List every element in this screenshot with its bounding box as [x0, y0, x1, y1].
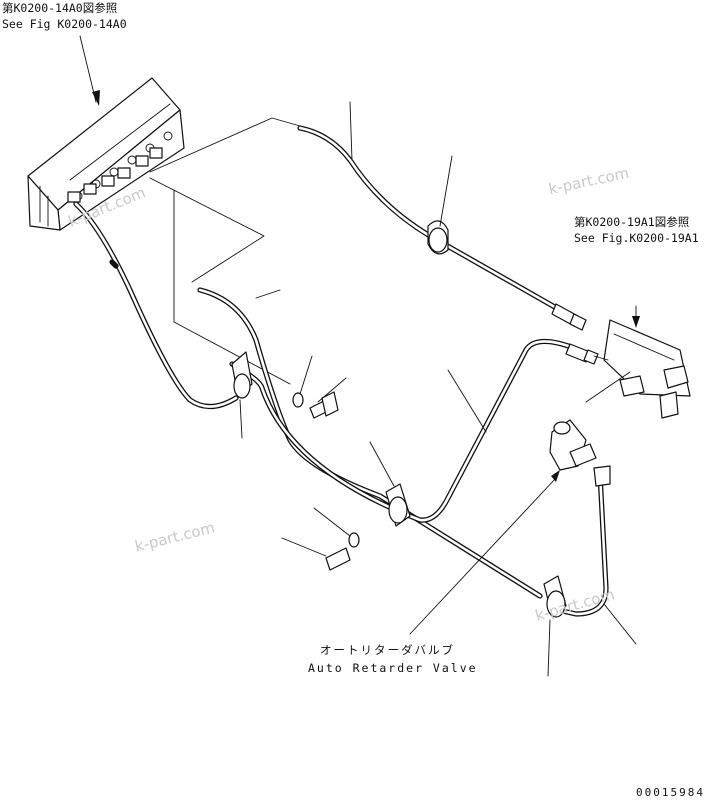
leader-left-tube: [239, 399, 243, 439]
clamp-upper: [427, 220, 449, 255]
clamp-lower-middle: [385, 483, 411, 527]
leader-clamp-lower-right: [547, 619, 551, 677]
part-number: 00015984: [636, 786, 705, 799]
ref-label-right-en: See Fig.K0200-19A1: [574, 231, 699, 245]
vertical-tube: [555, 465, 611, 617]
tube-stub: [593, 355, 609, 361]
break-line-upper: [149, 117, 301, 173]
leader-upper-tube: [349, 101, 353, 161]
ref-label-top-left-jp: 第K0200-14A0図参照: [2, 1, 118, 15]
leader-auto-retarder-valve: [409, 477, 557, 635]
washer-bolt-lower: [325, 532, 360, 571]
leader-washer-upper: [299, 355, 313, 395]
leader-middle-tube: [255, 289, 281, 299]
ref-label-right-jp: 第K0200-19A1図参照: [574, 215, 690, 229]
leader-bolt-lower: [281, 537, 327, 557]
leader-vertical-tube: [603, 603, 637, 645]
leader-clamp-lower-middle: [369, 441, 395, 487]
washer-bolt-upper: [292, 391, 339, 419]
ref-label-top-left-en: See Fig K0200-14A0: [2, 17, 127, 31]
leader-bolt-upper: [317, 377, 347, 403]
leader-clamp-upper: [439, 155, 453, 227]
ref-arrowhead-right: [632, 316, 640, 328]
leader-right-tube: [447, 369, 487, 433]
ref-leader-top-left: [79, 35, 97, 103]
control-valve-block: [27, 77, 185, 231]
clamp-mid-left: [231, 351, 253, 399]
callout-valve-jp: オートリターダバルブ: [320, 643, 455, 657]
fitting-right: [565, 343, 599, 365]
callout-valve-en: Auto Retarder Valve: [308, 661, 478, 675]
upper-tube: [297, 125, 587, 331]
clamp-lower-right: [543, 575, 567, 618]
ref-arrowhead-top-left: [92, 90, 100, 106]
left-tube: [73, 201, 239, 410]
break-line-mid: [149, 177, 265, 283]
auto-retarder-valve: [549, 419, 597, 471]
break-line-lower: [173, 189, 291, 385]
middle-tube: [197, 287, 577, 599]
leader-washer-lower: [313, 507, 351, 537]
leader-valve-upper: [585, 371, 631, 403]
right-valve-assembly: [603, 319, 691, 419]
arrowhead-auto-retarder-valve: [551, 470, 560, 482]
